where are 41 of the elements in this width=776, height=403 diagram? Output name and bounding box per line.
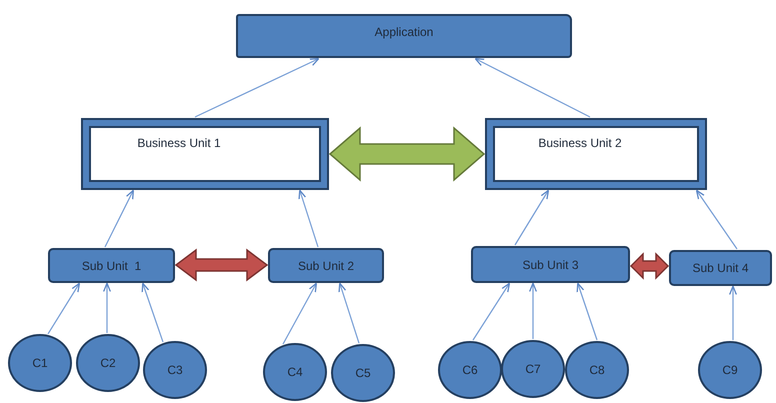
business-unit-box xyxy=(485,118,707,190)
arrow xyxy=(282,282,318,344)
double-block-arrow xyxy=(328,126,486,182)
arrow xyxy=(103,282,111,334)
sub-unit-box xyxy=(471,246,630,283)
node-label: Business Unit 2 xyxy=(538,136,622,150)
business-unit-box xyxy=(81,118,329,190)
arrow xyxy=(298,190,319,248)
sub-unit-box xyxy=(669,250,772,286)
application-box xyxy=(236,14,572,58)
sub-unit-box xyxy=(48,248,175,283)
arrow xyxy=(529,282,537,339)
arrow xyxy=(48,282,80,334)
double-block-arrow xyxy=(174,248,268,282)
node-label: C2 xyxy=(100,356,116,370)
node-label: Sub Unit 3 xyxy=(522,258,579,272)
node-label: C9 xyxy=(722,363,738,377)
arrow xyxy=(338,282,360,344)
arrow xyxy=(729,286,737,340)
arrow xyxy=(696,190,738,250)
node-label: C4 xyxy=(287,365,303,379)
node-label: C8 xyxy=(589,363,605,377)
arrow xyxy=(142,282,164,342)
arrow xyxy=(514,190,550,246)
sub-unit-box xyxy=(268,248,384,283)
node-label: Sub Unit 2 xyxy=(298,258,354,272)
node-label: C1 xyxy=(32,356,48,370)
node-label: Sub Unit 4 xyxy=(692,261,749,275)
double-block-arrow xyxy=(630,252,670,280)
node-label: C7 xyxy=(525,362,541,376)
arrow xyxy=(472,282,510,340)
arrow xyxy=(194,58,320,118)
node-label: Application xyxy=(374,25,434,39)
node-label: Business Unit 1 xyxy=(137,136,221,150)
node-label: C3 xyxy=(167,363,183,377)
node-label: C5 xyxy=(355,366,371,380)
arrow xyxy=(474,58,590,118)
arrow xyxy=(104,190,134,248)
node-label: C6 xyxy=(462,363,478,377)
node-label: Sub Unit 1 xyxy=(82,258,142,272)
arrow xyxy=(576,282,598,340)
